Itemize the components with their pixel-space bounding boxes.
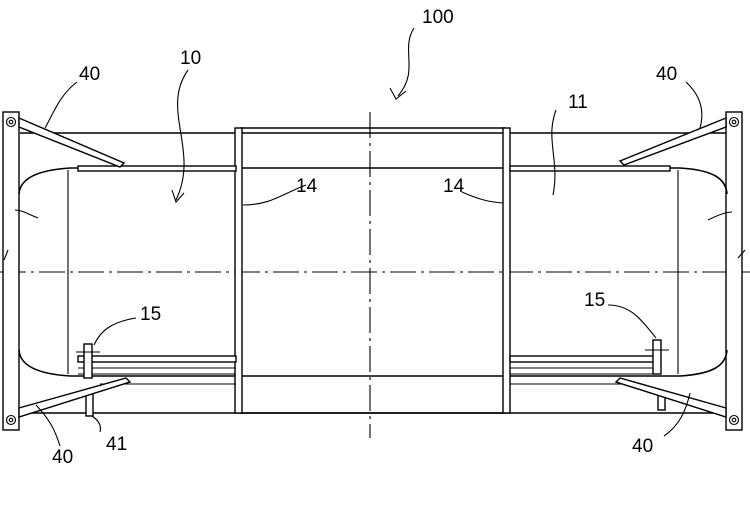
label-vessel: 10 [180, 48, 201, 69]
label-frame-bottom-right: 40 [632, 436, 653, 457]
bottom-rods [77, 355, 661, 385]
label-bracket: 41 [106, 434, 127, 455]
label-body: 11 [568, 92, 588, 113]
label-frame-top-left: 40 [79, 64, 100, 85]
frame-rails [20, 132, 728, 414]
leader-lines [3, 27, 746, 447]
right-end-frame [725, 111, 743, 431]
label-frame-top-right: 40 [656, 64, 677, 85]
left-lug [76, 343, 100, 379]
label-assembly: 100 [422, 7, 454, 28]
right-lug [645, 339, 669, 375]
reference-numerals: 100 10 11 14 14 15 15 40 40 40 40 41 [52, 7, 677, 468]
label-flange-left: 14 [296, 176, 318, 197]
top-straps [77, 165, 671, 172]
central-drum [240, 127, 505, 414]
left-flange [234, 127, 243, 414]
diagonal-braces [18, 116, 727, 418]
right-flange [502, 127, 511, 414]
left-end-frame [2, 111, 20, 431]
label-lug-left: 15 [140, 304, 161, 325]
label-frame-bottom-left: 40 [52, 447, 73, 468]
label-flange-right: 14 [443, 176, 465, 197]
bracket [85, 393, 94, 417]
label-lug-right: 15 [584, 290, 605, 311]
